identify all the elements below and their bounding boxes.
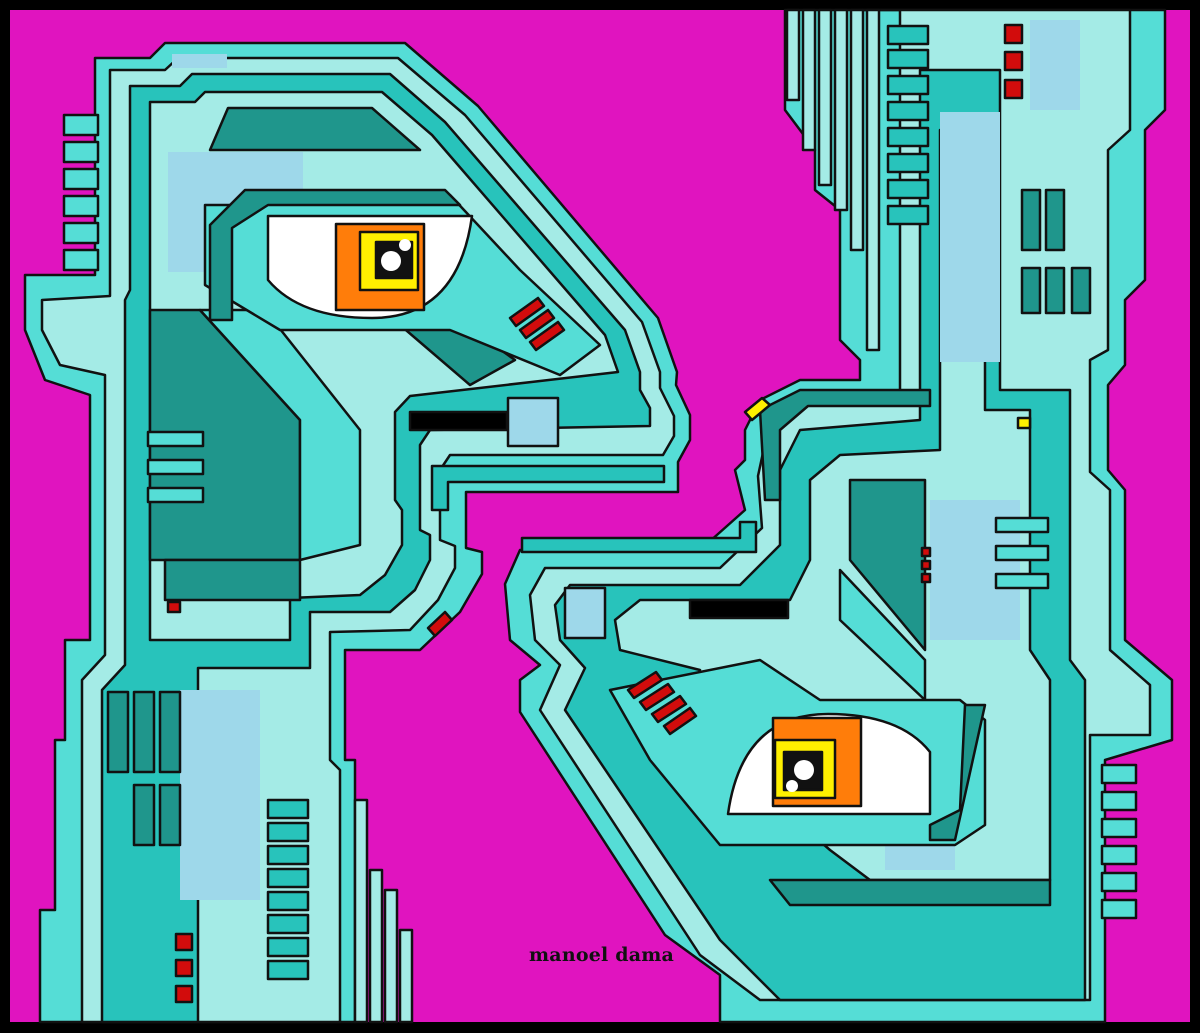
left-figure <box>23 41 692 1024</box>
right-dark-channel-4 <box>768 878 1052 907</box>
right-figure <box>503 8 1174 1024</box>
right-pale-block-1 <box>940 112 1000 362</box>
right-eye-glint-large <box>794 760 814 780</box>
right-dark-channel-1 <box>758 388 932 502</box>
right-yellow-accents <box>743 396 1032 430</box>
left-eye-glint-small <box>399 239 411 251</box>
left-lip <box>506 396 560 448</box>
left-base-stack <box>266 798 310 981</box>
right-lip <box>563 586 607 640</box>
left-eye-glint-large <box>381 251 401 271</box>
left-chin-ledge <box>430 464 666 512</box>
right-eye-glint-small <box>786 780 798 792</box>
right-red-vents <box>626 23 1024 736</box>
right-chin-ledge <box>520 520 758 554</box>
right-neck-ribs <box>1020 188 1092 315</box>
left-pale-block-3 <box>180 690 260 900</box>
right-eyebrow <box>928 703 987 842</box>
right-top-columns <box>785 8 881 352</box>
left-neck-ribs <box>106 690 182 847</box>
left-dark-channel-4 <box>163 558 302 602</box>
left-eyebrow <box>208 188 462 322</box>
artist-signature: manoel dama <box>529 944 675 966</box>
left-mouth-bar <box>408 410 509 432</box>
right-mouth-bar <box>688 598 790 620</box>
left-base-columns <box>353 798 414 1024</box>
right-pale-block-3 <box>1030 20 1080 110</box>
left-red-vents <box>166 296 566 638</box>
right-dark-channel-2 <box>848 478 927 652</box>
left-red-base-blocks <box>174 932 194 1004</box>
left-dark-channel-1 <box>208 106 422 152</box>
left-side-fins <box>62 113 205 504</box>
left-pale-block-4 <box>172 54 227 68</box>
right-side-fins <box>994 516 1138 920</box>
right-upper-stack <box>886 24 930 226</box>
